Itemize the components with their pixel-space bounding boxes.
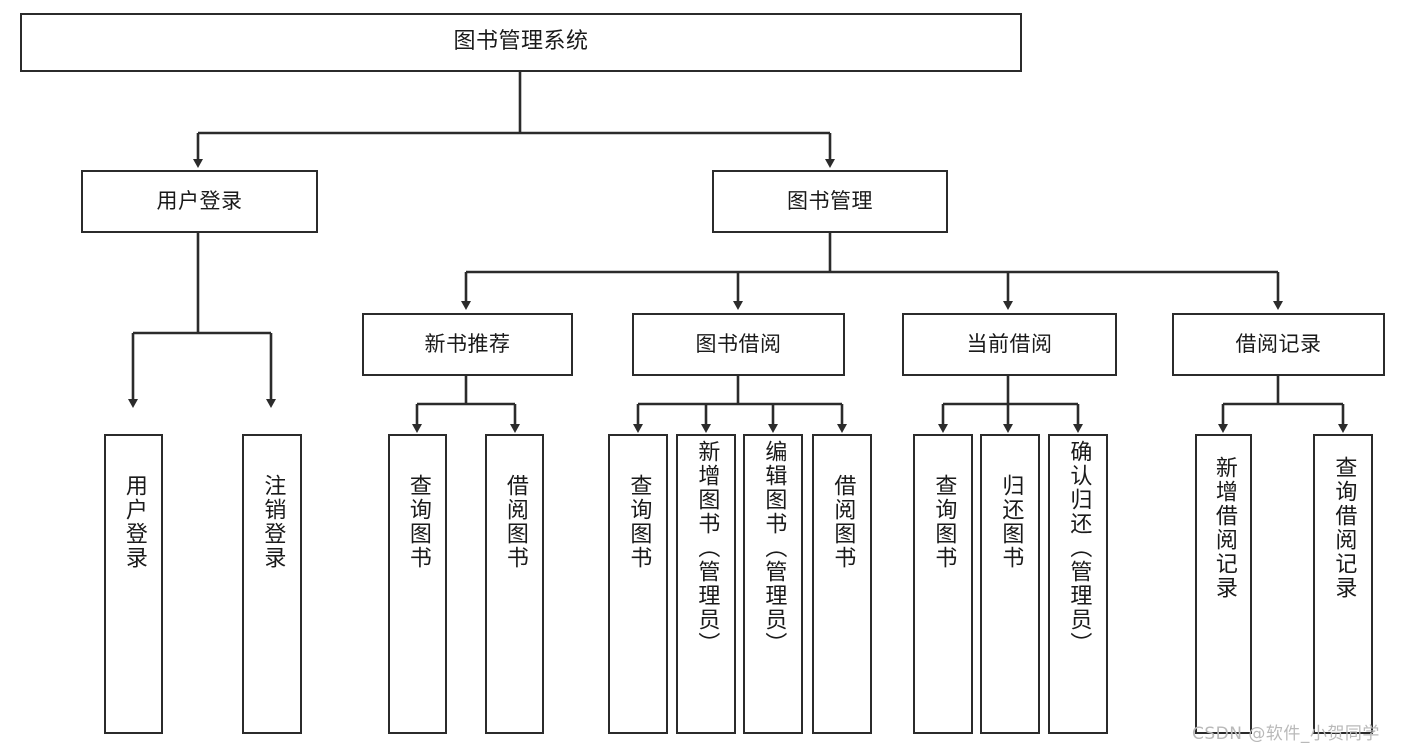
- leaf-confirm-return-admin[interactable]: 确认归还（管理员）: [1048, 434, 1108, 734]
- leaf-query-book-1-label: 查询图书: [405, 474, 431, 570]
- leaf-query-book-3[interactable]: 查询图书: [913, 434, 973, 734]
- node-new-book-recommend[interactable]: 新书推荐: [362, 313, 573, 376]
- node-current-borrow[interactable]: 当前借阅: [902, 313, 1117, 376]
- leaf-user-login-label: 用户登录: [121, 474, 147, 570]
- node-book-borrow-label: 图书借阅: [695, 331, 782, 356]
- leaf-borrow-book-1[interactable]: 借阅图书: [485, 434, 544, 734]
- node-borrow-record-label: 借阅记录: [1235, 331, 1322, 356]
- leaf-borrow-book-2[interactable]: 借阅图书: [812, 434, 872, 734]
- leaf-query-book-1[interactable]: 查询图书: [388, 434, 447, 734]
- leaf-query-book-2-label: 查询图书: [626, 474, 652, 570]
- node-borrow-record[interactable]: 借阅记录: [1172, 313, 1385, 376]
- leaf-return-book-label: 归还图书: [998, 474, 1024, 570]
- node-new-book-recommend-label: 新书推荐: [424, 331, 511, 356]
- watermark: CSDN @软件_小贺同学: [1192, 724, 1380, 744]
- leaf-query-book-2[interactable]: 查询图书: [608, 434, 668, 734]
- leaf-edit-book-admin-label: 编辑图书（管理员）: [761, 440, 787, 656]
- node-root-label: 图书管理系统: [453, 29, 589, 55]
- leaf-add-book-admin[interactable]: 新增图书（管理员）: [676, 434, 736, 734]
- node-book-borrow[interactable]: 图书借阅: [632, 313, 845, 376]
- leaf-logout-login[interactable]: 注销登录: [242, 434, 302, 734]
- leaf-query-borrow-record-label: 查询借阅记录: [1331, 456, 1357, 600]
- leaf-confirm-return-admin-label: 确认归还（管理员）: [1066, 440, 1092, 656]
- leaf-logout-login-label: 注销登录: [260, 474, 286, 570]
- leaf-add-borrow-record[interactable]: 新增借阅记录: [1195, 434, 1252, 734]
- node-current-borrow-label: 当前借阅: [966, 331, 1053, 356]
- leaf-borrow-book-1-label: 借阅图书: [502, 474, 528, 570]
- node-root[interactable]: 图书管理系统: [20, 13, 1022, 72]
- node-book-management[interactable]: 图书管理: [712, 170, 948, 233]
- leaf-query-book-3-label: 查询图书: [931, 474, 957, 570]
- node-user-login[interactable]: 用户登录: [81, 170, 318, 233]
- leaf-edit-book-admin[interactable]: 编辑图书（管理员）: [743, 434, 803, 734]
- leaf-borrow-book-2-label: 借阅图书: [830, 474, 856, 570]
- node-book-management-label: 图书管理: [787, 188, 873, 213]
- node-user-login-label: 用户登录: [156, 188, 243, 213]
- leaf-user-login[interactable]: 用户登录: [104, 434, 163, 734]
- leaf-add-borrow-record-label: 新增借阅记录: [1211, 456, 1237, 600]
- leaf-add-book-admin-label: 新增图书（管理员）: [694, 440, 720, 656]
- leaf-query-borrow-record[interactable]: 查询借阅记录: [1313, 434, 1373, 734]
- leaf-return-book[interactable]: 归还图书: [980, 434, 1040, 734]
